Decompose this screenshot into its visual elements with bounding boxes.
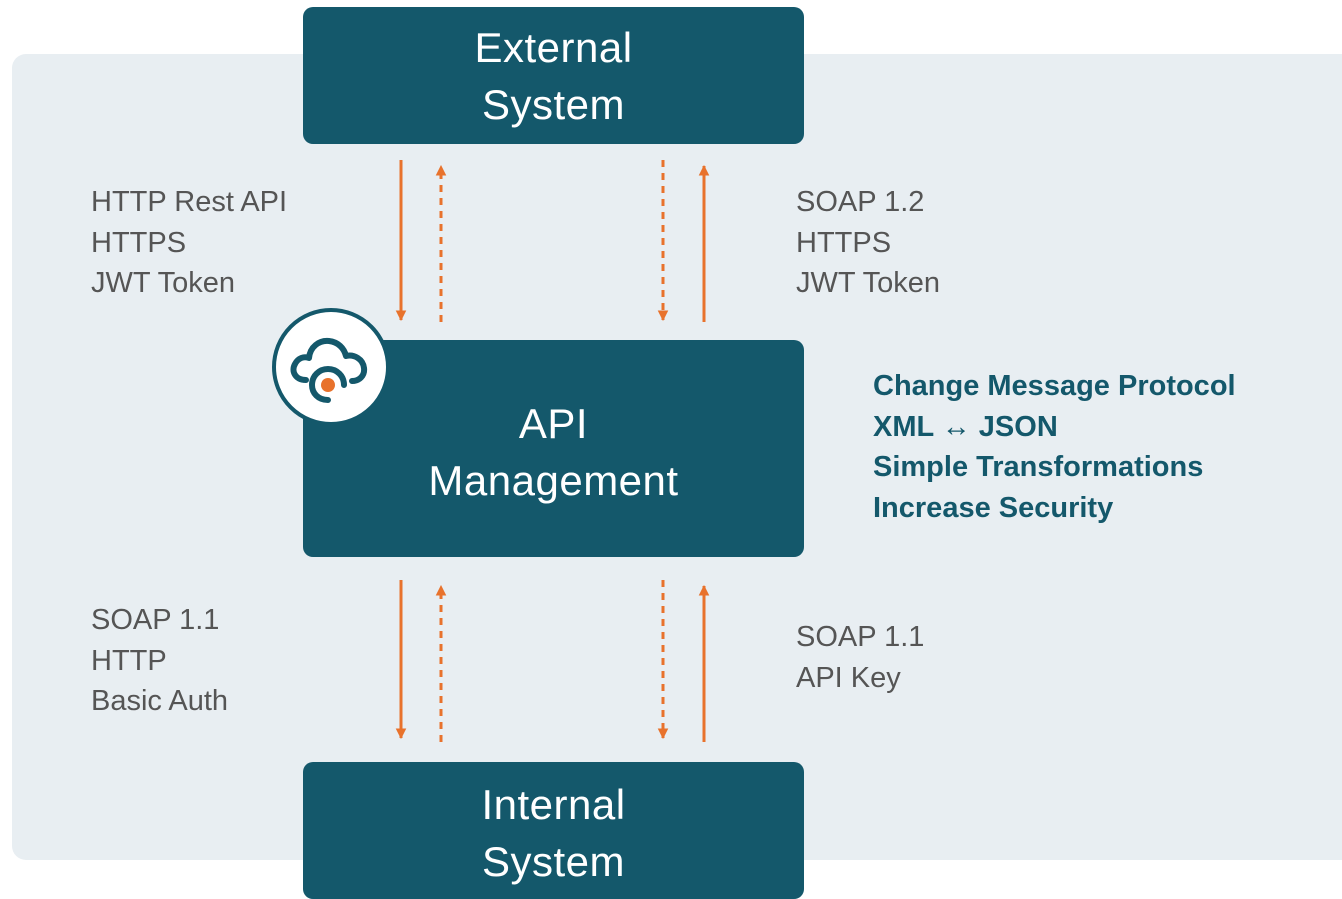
cloud-badge — [272, 308, 390, 426]
feature-item: Simple Transformations — [873, 451, 1204, 483]
external-system-label-line-1: External — [474, 23, 633, 71]
internal-system-label-line-2: System — [481, 837, 626, 885]
auth-text: API Key — [796, 661, 901, 694]
transport-text: HTTPS — [796, 226, 892, 259]
connection-label-top-left: HTTP Rest API HTTPS JWT Token — [91, 182, 287, 304]
protocol-text: SOAP 1.1 — [91, 604, 220, 636]
cloud-icon — [290, 337, 368, 403]
connection-label-bottom-left: SOAP 1.1 HTTP Basic Auth — [91, 600, 228, 722]
connection-label-top-right: SOAP 1.2 HTTPS JWT Token — [796, 182, 940, 304]
protocol-text: HTTP Rest API — [91, 186, 288, 218]
internal-system-box: Internal System — [303, 762, 804, 899]
external-system-box: External System — [303, 7, 804, 144]
api-management-label-line-1: API — [518, 399, 589, 447]
feature-item: Change Message Protocol — [873, 370, 1236, 402]
feature-list: Change Message Protocol XML ↔ JSON Simpl… — [873, 366, 1236, 528]
auth-text: JWT Token — [91, 267, 235, 299]
feature-item: Increase Security — [873, 491, 1114, 524]
protocol-text: SOAP 1.1 — [796, 621, 925, 653]
protocol-text: SOAP 1.2 — [796, 186, 925, 218]
connection-label-bottom-right: SOAP 1.1 API Key — [796, 617, 924, 698]
transport-text: HTTPS — [91, 226, 187, 259]
feature-item: XML ↔ JSON — [873, 410, 1058, 443]
auth-text: JWT Token — [796, 267, 940, 299]
internal-system-label-line-1: Internal — [481, 780, 626, 828]
transport-text: HTTP — [91, 644, 167, 677]
auth-text: Basic Auth — [91, 685, 229, 717]
external-system-label-line-2: System — [481, 80, 626, 128]
api-management-label-line-2: Management — [428, 456, 679, 504]
